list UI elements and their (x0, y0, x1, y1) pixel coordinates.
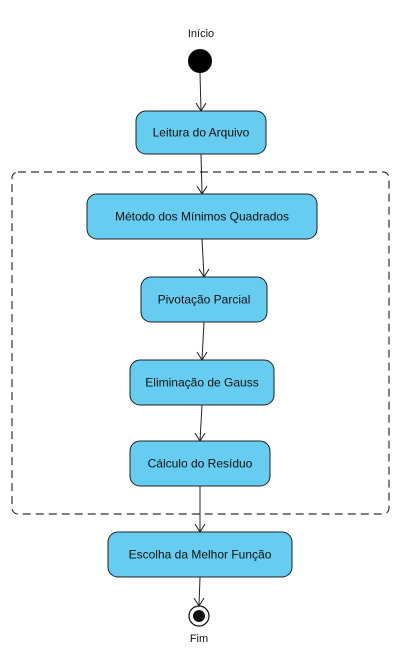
arrowhead-right (203, 268, 210, 278)
edge-line (198, 576, 201, 607)
start-label: Início (188, 28, 214, 40)
final-node-inner (193, 610, 205, 622)
activity-label: Eliminação de Gauss (145, 376, 258, 390)
edge-arrow (195, 72, 207, 112)
activity-calculo-do-residuo[interactable]: Cálculo do Resíduo (129, 440, 271, 487)
arrowhead-left (195, 102, 202, 112)
activity-label: Leitura do Arquivo (153, 126, 250, 140)
arrowhead-left (194, 432, 201, 442)
edge-line (200, 153, 203, 195)
activity-escolha-melhor-funcao[interactable]: Escolha da Melhor Função (107, 531, 293, 578)
arrowhead-right (201, 351, 208, 361)
edge-arrow (193, 576, 205, 607)
activity-leitura-do-arquivo[interactable]: Leitura do Arquivo (135, 110, 267, 155)
arrowhead-left (194, 523, 201, 533)
arrowhead-left (193, 597, 200, 607)
activity-label: Cálculo do Resíduo (148, 457, 253, 471)
edge-line (199, 72, 202, 112)
arrowhead-right (199, 432, 206, 442)
activity-metodo-minimos-quadrados[interactable]: Método dos Mínimos Quadrados (86, 193, 318, 240)
activity-label: Pivotação Parcial (158, 293, 251, 307)
arrowhead-right (198, 597, 205, 607)
edge-line (199, 404, 203, 442)
edge-arrow (194, 486, 206, 533)
edges (193, 72, 210, 607)
edge-line (201, 321, 205, 361)
activity-label: Método dos Mínimos Quadrados (115, 210, 289, 224)
arrowhead-left (196, 351, 203, 361)
activity-label: Escolha da Melhor Função (129, 548, 272, 562)
edge-arrow (194, 404, 206, 442)
end-label: Fim (190, 633, 208, 645)
activity-eliminacao-de-gauss[interactable]: Eliminação de Gauss (129, 359, 275, 406)
arrowhead-right (199, 523, 206, 533)
initial-node (188, 49, 212, 73)
arrowhead-left (198, 268, 205, 278)
activity-pivotacao-parcial[interactable]: Pivotação Parcial (140, 276, 268, 323)
arrowhead-left (196, 185, 203, 195)
edge-line (201, 238, 205, 278)
edge-arrow (196, 321, 208, 361)
arrowhead-right (200, 102, 207, 112)
edge-arrow (196, 153, 208, 195)
arrowhead-right (201, 185, 208, 195)
edge-arrow (198, 238, 210, 278)
iteration-region (11, 171, 390, 515)
